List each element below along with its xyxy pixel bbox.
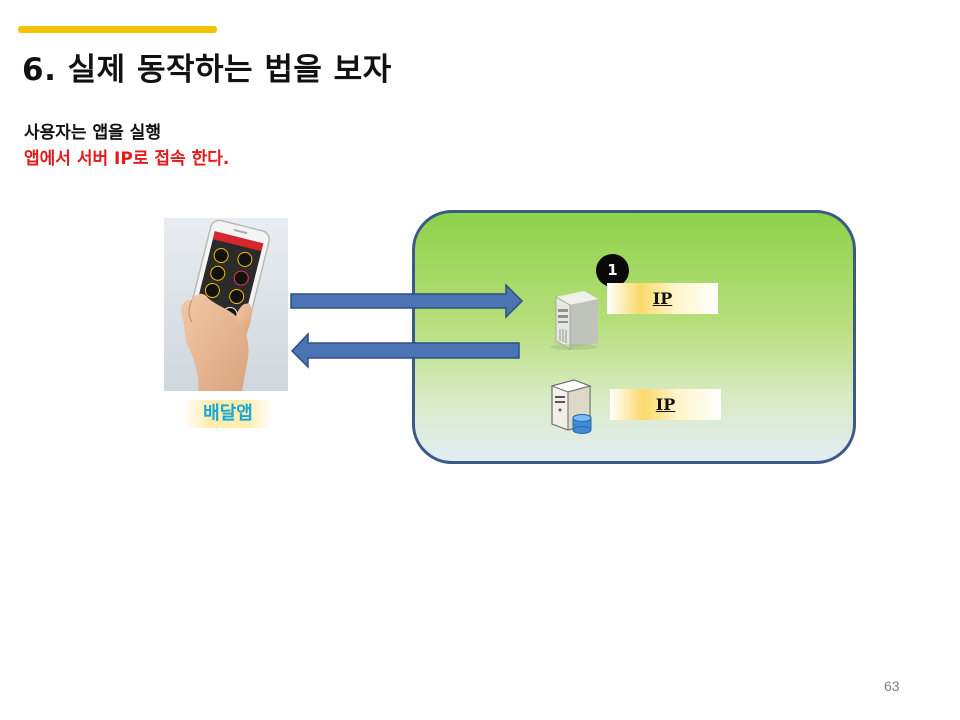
description-line-2: 앱에서 서버 IP로 접속 한다. bbox=[24, 149, 230, 169]
description-line-1: 사용자는 앱을 실행 bbox=[24, 123, 161, 143]
title-accent-bar bbox=[18, 26, 217, 33]
arrow-right-icon bbox=[290, 283, 524, 319]
step-badge: 1 bbox=[596, 254, 629, 287]
server-environment-box bbox=[412, 210, 856, 464]
ip-label-web-server: IP bbox=[607, 283, 718, 314]
hand-holding-smartphone-icon bbox=[164, 218, 288, 391]
database-server-icon bbox=[550, 379, 592, 434]
page-number: 63 bbox=[884, 678, 900, 694]
request-response-arrows bbox=[290, 283, 524, 369]
server-tower-icon bbox=[550, 291, 598, 350]
app-label: 배달앱 bbox=[183, 400, 273, 428]
arrow-left-icon bbox=[290, 332, 520, 369]
ip-label-db-server: IP bbox=[610, 389, 721, 420]
slide-title: 6. 실제 동작하는 법을 보자 bbox=[22, 52, 392, 88]
